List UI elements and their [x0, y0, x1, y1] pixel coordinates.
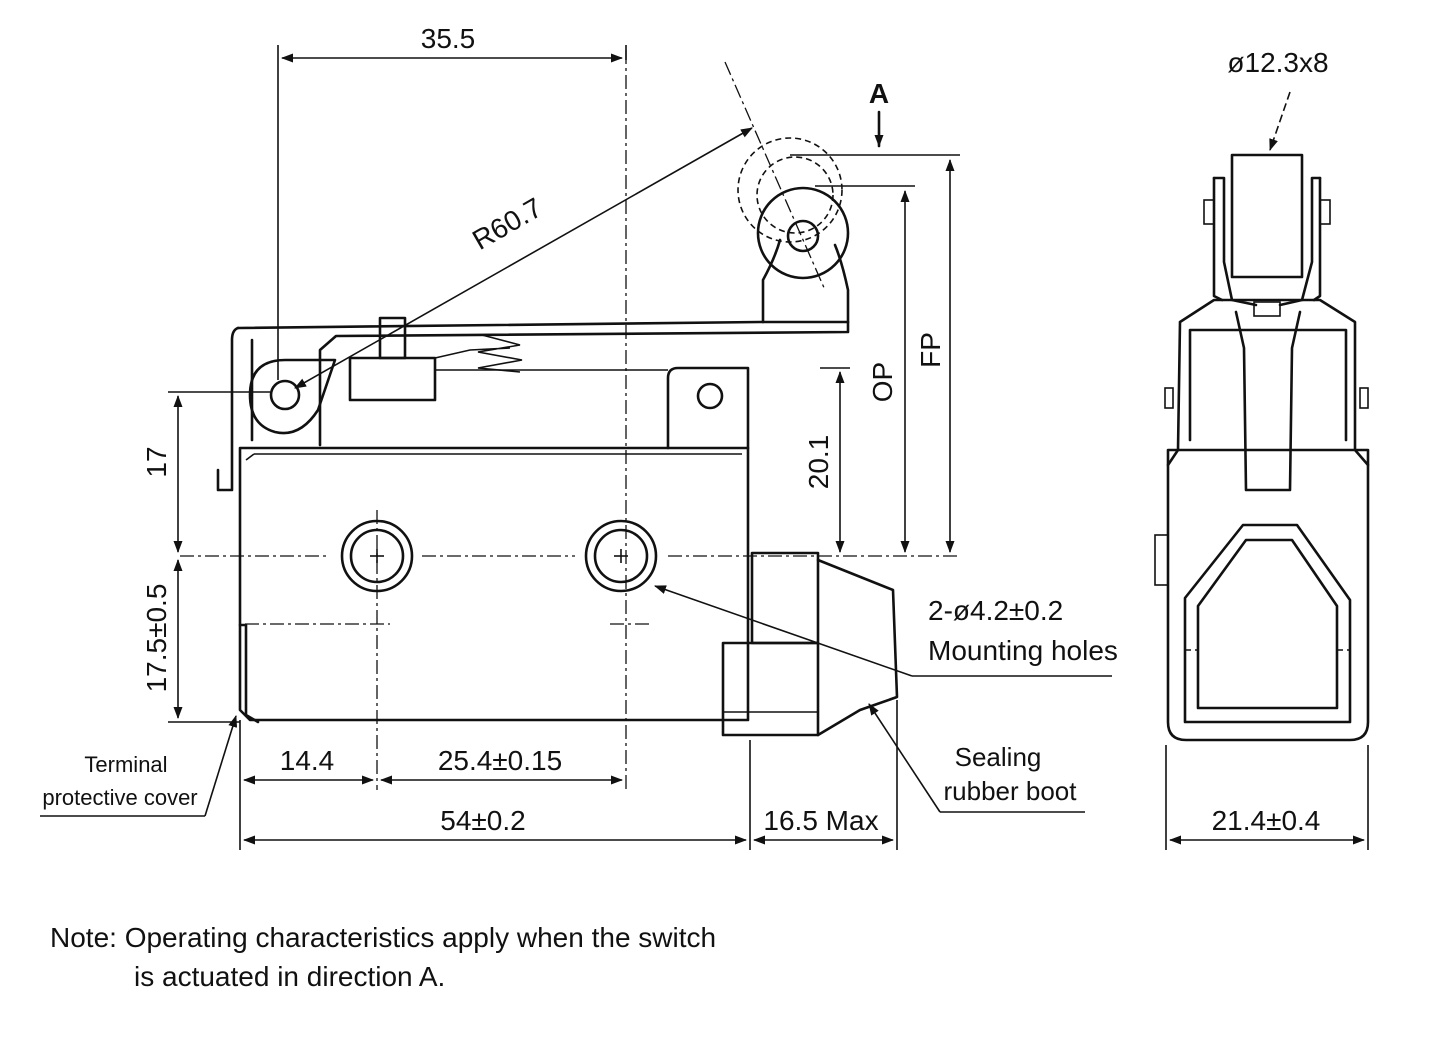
side-dimensions: ø12.3x8 21.4±0.4: [1165, 47, 1369, 850]
dim-21-4: 21.4±0.4: [1212, 805, 1321, 836]
note-line-2: is actuated in direction A.: [134, 961, 446, 992]
front-view: [180, 50, 960, 790]
lever-pivot: [248, 358, 337, 435]
front-dimensions: 35.5 R60.7 A FP OP 20.1 17 17.5±0.5 14: [141, 23, 960, 850]
dim-20-1: 20.1: [803, 435, 834, 490]
boot-side: [1183, 523, 1352, 724]
actuator-head: [1166, 298, 1370, 467]
roller-bracket: [761, 238, 850, 324]
roller-fork: [1212, 176, 1322, 307]
switch-housing: [238, 446, 750, 722]
boot-label-line1: Sealing: [955, 742, 1042, 772]
dim-fp: FP: [915, 332, 946, 368]
dim-16-5-max: 16.5 Max: [763, 805, 878, 836]
mounting-holes-spec: 2-ø4.2±0.2: [928, 595, 1063, 626]
dim-r60-7: R60.7: [467, 192, 547, 256]
dim-op: OP: [867, 362, 898, 402]
spring: [434, 334, 523, 373]
mounting-holes-label: Mounting holes: [928, 635, 1118, 666]
dim-17: 17: [141, 446, 172, 477]
note-text: Note: Operating characteristics apply wh…: [50, 918, 716, 996]
dim-roller: ø12.3x8: [1227, 47, 1328, 78]
roller-side: [1230, 153, 1304, 279]
mounting-hole-right: [584, 519, 658, 593]
plunger-block: [348, 356, 437, 402]
sealing-rubber-boot: [721, 551, 899, 737]
dim-17-5: 17.5±0.5: [141, 584, 172, 693]
cover-label-line2: protective cover: [42, 785, 197, 810]
terminal-protective-cover: [238, 623, 260, 724]
side-view: [1154, 153, 1370, 742]
note-line-1: Note: Operating characteristics apply wh…: [50, 922, 717, 953]
lever-arm: [236, 320, 850, 447]
dim-14-4: 14.4: [280, 745, 335, 776]
roller: [756, 186, 850, 280]
dim-35-5: 35.5: [421, 23, 476, 54]
boot-label-line2: rubber boot: [944, 776, 1078, 806]
dim-54: 54±0.2: [440, 805, 525, 836]
dim-25-4: 25.4±0.15: [438, 745, 562, 776]
switch-body-side: [1166, 448, 1370, 742]
callouts: 2-ø4.2±0.2 Mounting holes Sealing rubber…: [40, 585, 1118, 817]
cover-label-line1: Terminal: [84, 752, 167, 777]
direction-a-label: A: [869, 78, 889, 109]
lug-hole: [696, 382, 724, 410]
